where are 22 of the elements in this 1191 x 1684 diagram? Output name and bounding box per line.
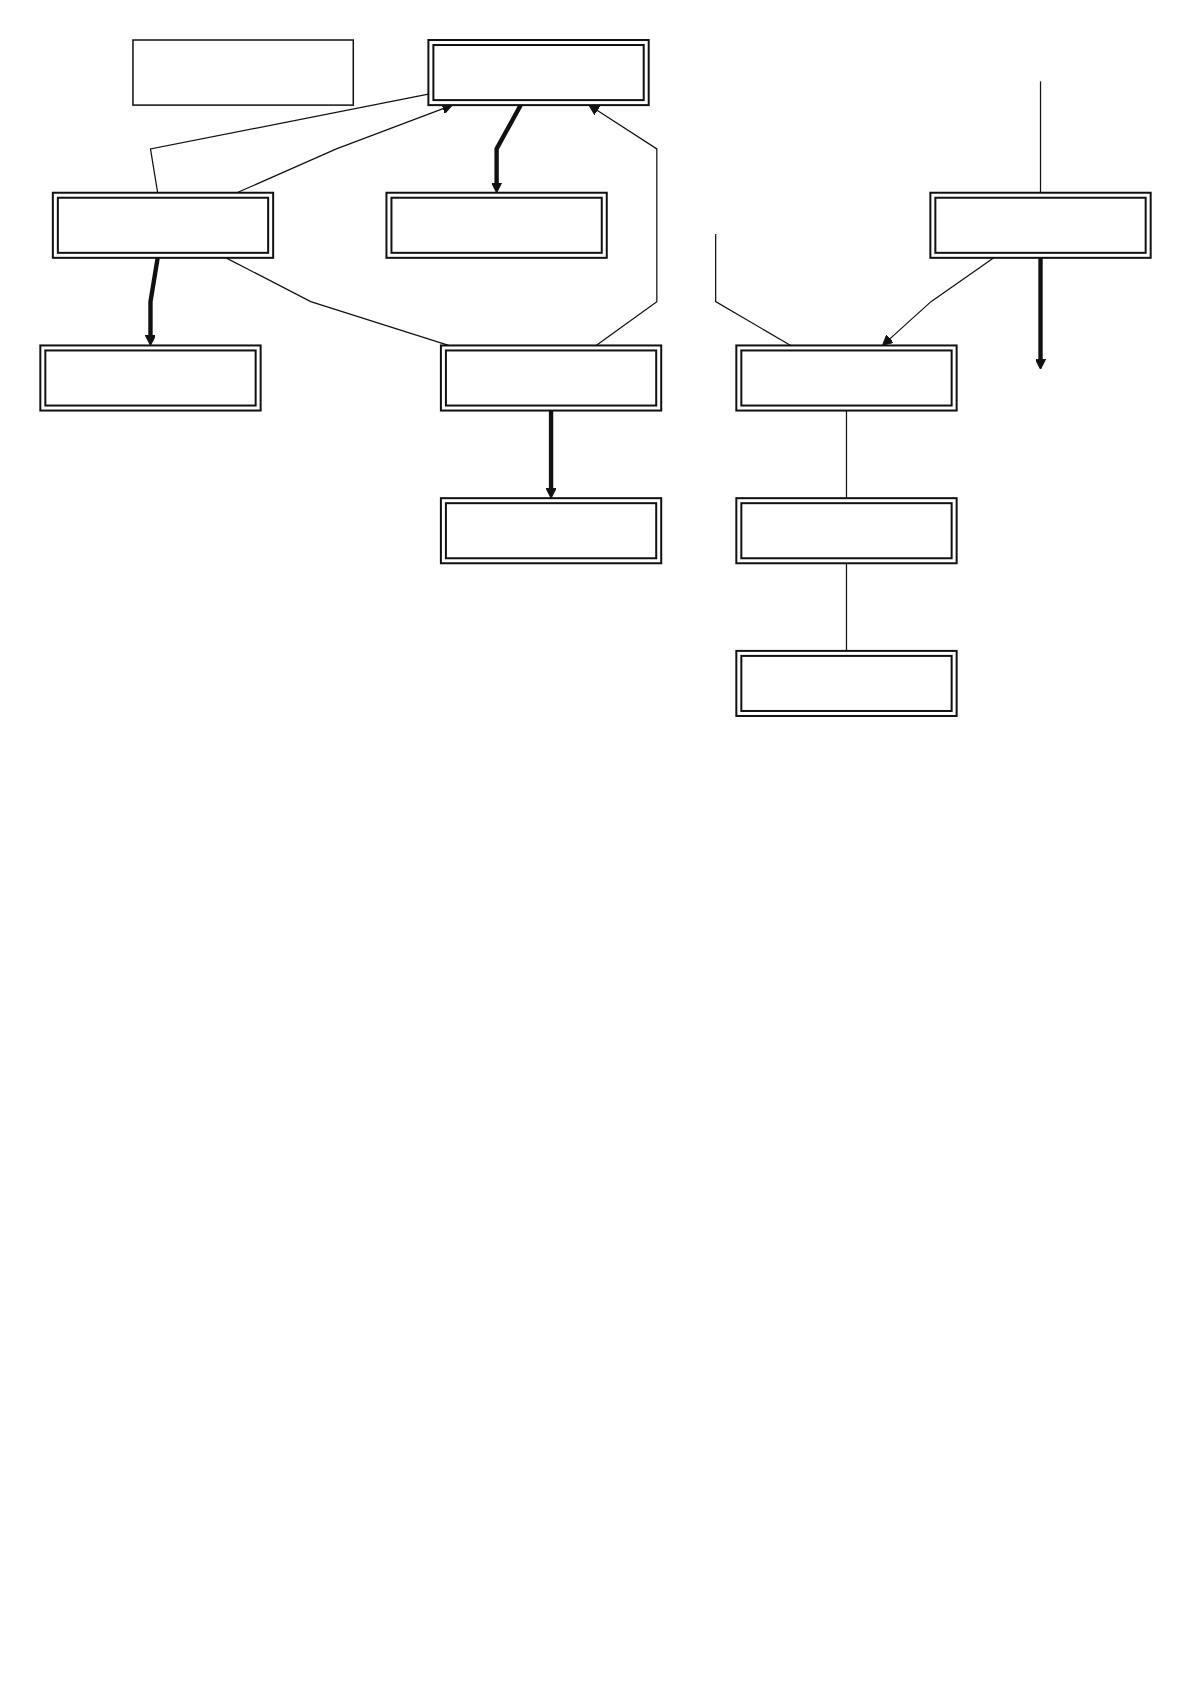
node-box xyxy=(132,39,355,106)
node-box xyxy=(427,39,650,107)
arrow xyxy=(588,104,658,347)
node-box xyxy=(39,344,262,412)
connector xyxy=(715,233,792,347)
node-box xyxy=(51,191,275,259)
arrow xyxy=(491,104,523,194)
node-box xyxy=(385,191,608,259)
node-box xyxy=(735,649,958,717)
connector xyxy=(845,562,848,652)
node-box xyxy=(735,344,958,412)
arrow xyxy=(545,410,557,499)
arrow xyxy=(1035,257,1046,370)
node-box xyxy=(735,497,958,565)
connector xyxy=(149,93,429,194)
arrow xyxy=(882,257,995,346)
node-box xyxy=(929,191,1152,259)
connector xyxy=(845,409,848,499)
arrow xyxy=(145,257,160,346)
node-box xyxy=(439,497,663,565)
node-box xyxy=(439,344,663,412)
connector xyxy=(1039,80,1042,194)
